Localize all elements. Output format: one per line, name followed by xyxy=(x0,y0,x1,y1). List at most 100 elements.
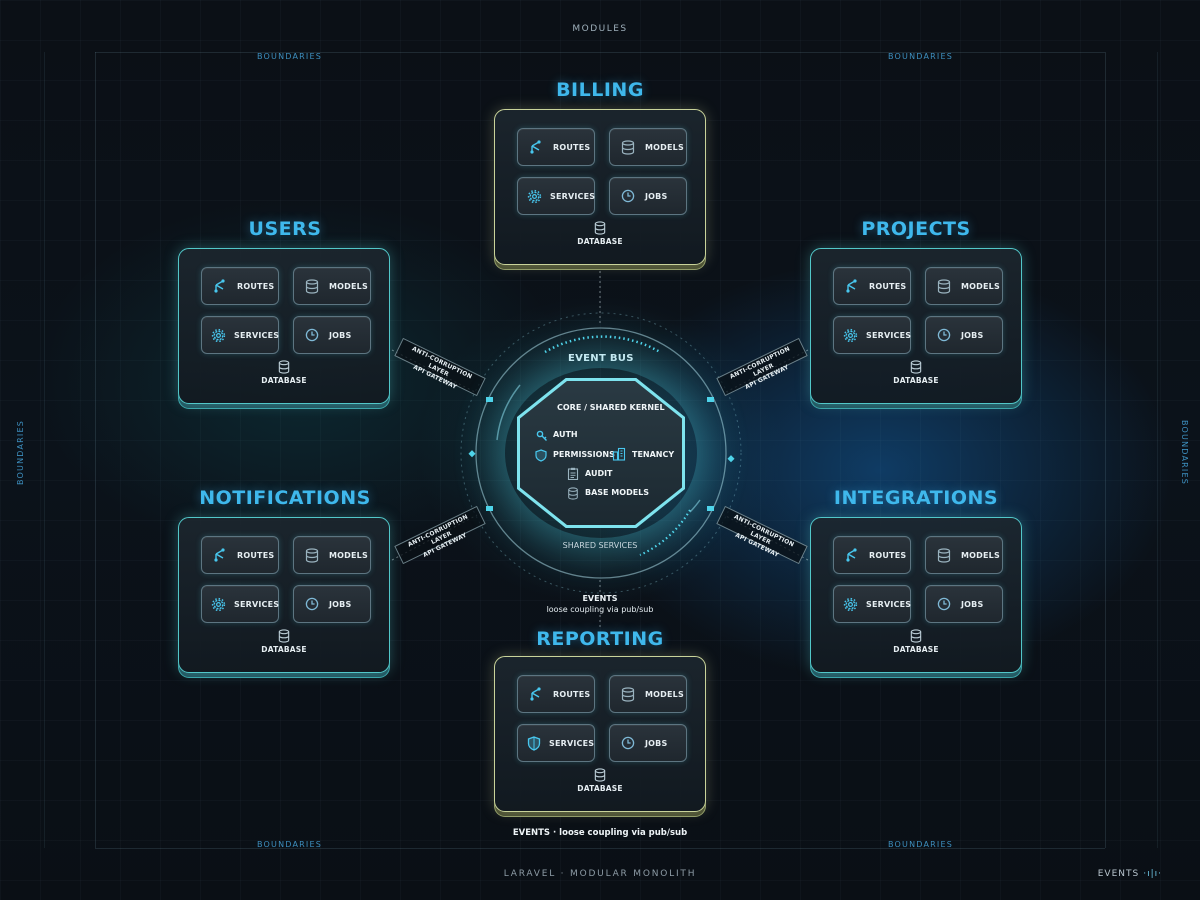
reporting-models-chip[interactable]: MODELS xyxy=(609,675,687,713)
integrations-routes-chip[interactable]: ROUTES xyxy=(833,536,911,574)
chip-label: MODELS xyxy=(329,550,368,560)
chip-label: ROUTES xyxy=(869,550,907,560)
chip-label: MODELS xyxy=(961,281,1000,291)
database-label: DATABASE xyxy=(261,645,307,654)
chip-label: SERVICES xyxy=(549,738,595,748)
events-sub-label: loose coupling via pub/sub xyxy=(546,605,654,614)
shield-icon xyxy=(535,447,547,466)
clock-icon xyxy=(619,734,637,752)
integrations-services-chip[interactable]: SERVICES xyxy=(833,585,911,623)
module-users[interactable]: ROUTES MODELS SERVICES JOBS DATABASE xyxy=(178,248,390,404)
marker-users xyxy=(486,397,493,402)
gear-icon xyxy=(843,595,858,613)
module-integrations[interactable]: ROUTES MODELS SERVICES JOBS DATABASE xyxy=(810,517,1022,673)
module-title-billing: BILLING xyxy=(556,79,644,101)
event-bus-arc-lower xyxy=(639,509,691,557)
shield-icon xyxy=(527,734,541,752)
routes-icon xyxy=(211,277,229,295)
module-reporting[interactable]: ROUTES MODELS SERVICES JOBS DATABASE xyxy=(494,656,706,812)
gear-icon xyxy=(843,326,858,344)
module-billing[interactable]: ROUTES MODELS SERVICES JOBS DATABASE xyxy=(494,109,706,265)
reporting-database[interactable]: DATABASE xyxy=(495,768,705,793)
database-label: DATABASE xyxy=(261,376,307,385)
database-label: DATABASE xyxy=(893,376,939,385)
billing-models-chip[interactable]: MODELS xyxy=(609,128,687,166)
core-item-base-models: BASE MODELS xyxy=(585,488,650,497)
core-item-audit: AUDIT xyxy=(585,469,613,478)
users-jobs-chip[interactable]: JOBS xyxy=(293,316,371,354)
users-services-chip[interactable]: SERVICES xyxy=(201,316,279,354)
clock-icon xyxy=(619,187,637,205)
marker-right xyxy=(727,455,735,463)
users-routes-chip[interactable]: ROUTES xyxy=(201,267,279,305)
integrations-database[interactable]: DATABASE xyxy=(811,629,1021,654)
database-label: DATABASE xyxy=(893,645,939,654)
notifications-models-chip[interactable]: MODELS xyxy=(293,536,371,574)
billing-services-chip[interactable]: SERVICES xyxy=(517,177,595,215)
billing-jobs-chip[interactable]: JOBS xyxy=(609,177,687,215)
boundaries-label-bottom-left: BOUNDARIES xyxy=(257,840,323,849)
notifications-services-chip[interactable]: SERVICES xyxy=(201,585,279,623)
users-database[interactable]: DATABASE xyxy=(179,360,389,385)
frame-outer-right-line xyxy=(1157,52,1158,848)
footer-events-label: EVENTS xyxy=(1097,869,1140,879)
notifications-jobs-chip[interactable]: JOBS xyxy=(293,585,371,623)
chip-label: ROUTES xyxy=(869,281,907,291)
inner-arc-left xyxy=(496,384,521,441)
module-notifications[interactable]: ROUTES MODELS SERVICES JOBS DATABASE xyxy=(178,517,390,673)
core-shared-kernel[interactable] xyxy=(520,381,682,525)
integrations-models-chip[interactable]: MODELS xyxy=(925,536,1003,574)
users-models-chip[interactable]: MODELS xyxy=(293,267,371,305)
database-icon xyxy=(910,629,922,643)
database-icon xyxy=(278,360,290,374)
module-title-integrations: INTEGRATIONS xyxy=(833,487,999,509)
clock-icon xyxy=(303,595,321,613)
billing-database[interactable]: DATABASE xyxy=(495,221,705,246)
routes-icon xyxy=(527,138,545,156)
projects-jobs-chip[interactable]: JOBS xyxy=(925,316,1003,354)
chip-label: JOBS xyxy=(329,599,352,609)
marker-left xyxy=(468,450,476,458)
inner-arc-right xyxy=(689,499,701,513)
projects-routes-chip[interactable]: ROUTES xyxy=(833,267,911,305)
integrations-jobs-chip[interactable]: JOBS xyxy=(925,585,1003,623)
frame-outer-left-line xyxy=(44,52,45,848)
core-item-tenancy: TENANCY xyxy=(632,450,675,459)
database-icon xyxy=(910,360,922,374)
chip-label: SERVICES xyxy=(866,599,912,609)
chip-label: JOBS xyxy=(645,191,668,201)
notifications-database[interactable]: DATABASE xyxy=(179,629,389,654)
events-label: EVENTS xyxy=(582,594,618,603)
projects-database[interactable]: DATABASE xyxy=(811,360,1021,385)
frame-right-line xyxy=(1105,52,1106,848)
notifications-routes-chip[interactable]: ROUTES xyxy=(201,536,279,574)
chip-label: MODELS xyxy=(645,689,684,699)
reporting-jobs-chip[interactable]: JOBS xyxy=(609,724,687,762)
module-title-notifications: NOTIFICATIONS xyxy=(199,487,371,509)
projects-models-chip[interactable]: MODELS xyxy=(925,267,1003,305)
module-projects[interactable]: ROUTES MODELS SERVICES JOBS DATABASE xyxy=(810,248,1022,404)
gear-icon xyxy=(211,595,226,613)
diagram-title: MODULES xyxy=(572,24,628,34)
chip-label: JOBS xyxy=(961,330,984,340)
marker-projects xyxy=(707,397,714,402)
clock-icon xyxy=(303,326,321,344)
reporting-routes-chip[interactable]: ROUTES xyxy=(517,675,595,713)
boundaries-label-bottom-right: BOUNDARIES xyxy=(888,840,954,849)
database-icon xyxy=(935,277,953,295)
reporting-services-chip[interactable]: SERVICES xyxy=(517,724,595,762)
chip-label: SERVICES xyxy=(234,599,280,609)
core-title: CORE / SHARED KERNEL xyxy=(557,403,665,412)
footer-events: EVENTS·ı|ı· xyxy=(1098,869,1162,879)
chip-label: SERVICES xyxy=(234,330,280,340)
projects-services-chip[interactable]: SERVICES xyxy=(833,316,911,354)
database-icon xyxy=(594,221,606,235)
gear-icon xyxy=(211,326,226,344)
database-icon xyxy=(594,768,606,782)
routes-icon xyxy=(843,546,861,564)
chip-label: MODELS xyxy=(961,550,1000,560)
bottom-caption: EVENTS · loose coupling via pub/sub xyxy=(512,828,688,838)
outer-dotted-ring xyxy=(460,312,742,594)
database-label: DATABASE xyxy=(577,784,623,793)
billing-routes-chip[interactable]: ROUTES xyxy=(517,128,595,166)
